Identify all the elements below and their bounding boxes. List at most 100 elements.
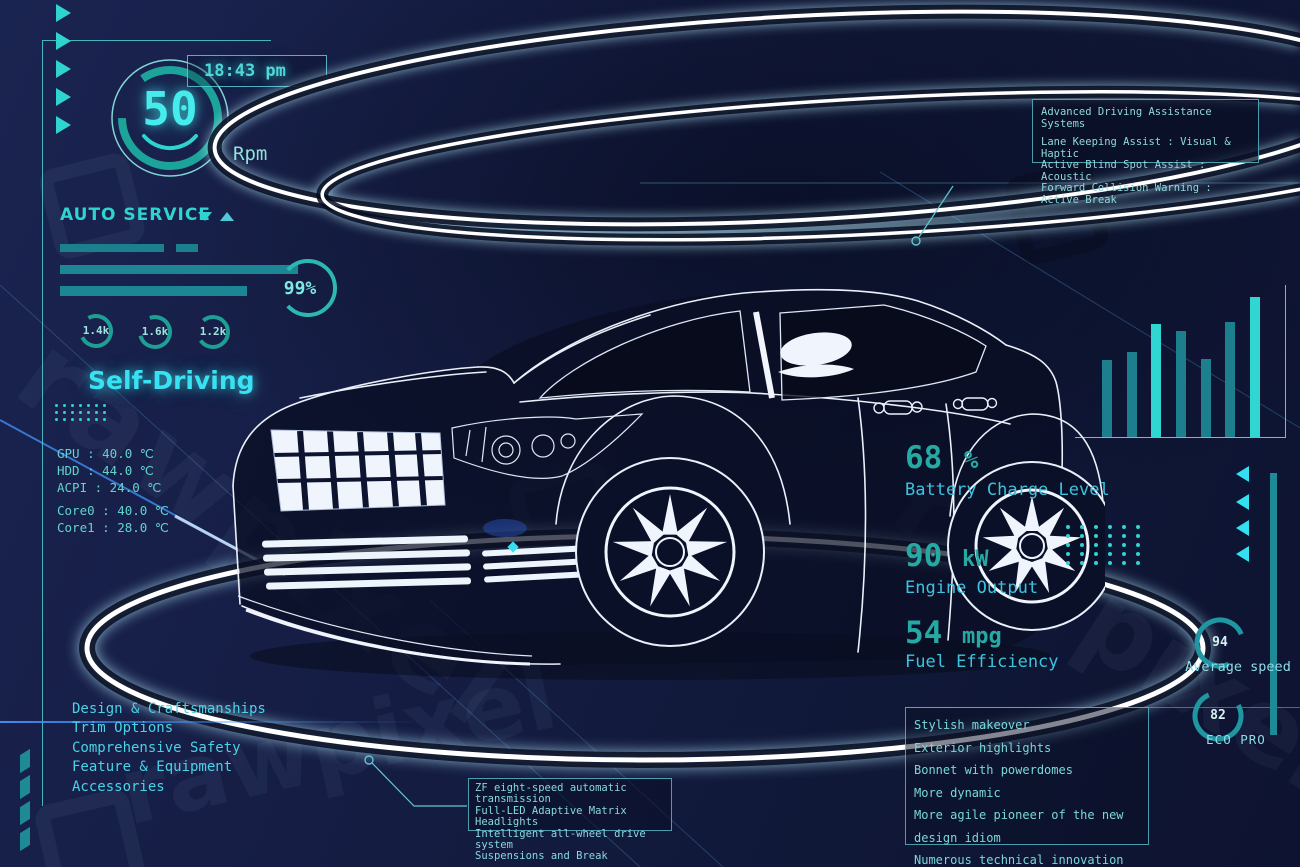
chart-bar <box>1250 297 1260 437</box>
chart-bar <box>1102 360 1112 437</box>
dot <box>1066 552 1070 556</box>
decor-triangle <box>1236 520 1249 536</box>
mini-gauge-3-label: 1.2k <box>199 325 227 338</box>
dot <box>103 404 106 407</box>
dot <box>1094 561 1098 565</box>
engine-unit: kW <box>961 547 989 572</box>
auto-service-menu[interactable]: AUTO SERVICE <box>60 205 211 225</box>
adas-panel: Advanced Driving Assistance Systems Lane… <box>1032 99 1259 205</box>
car-front-wheel <box>575 457 765 647</box>
temp-sensor-line: GPU : 40.0 ℃ <box>57 446 154 461</box>
eco-pro-label: ECO PRO <box>1206 732 1266 747</box>
decor-triangle <box>56 116 71 134</box>
fuel-stat: 54 mpg <box>905 615 1002 651</box>
mini-gauge-2 <box>138 315 172 349</box>
auto-service-label: AUTO SERVICE <box>60 205 211 225</box>
battery-unit: % <box>963 446 979 474</box>
dot <box>1094 543 1098 547</box>
dot <box>1080 561 1084 565</box>
dot <box>87 411 90 414</box>
dot <box>1136 534 1140 538</box>
dot <box>1080 534 1084 538</box>
dot <box>71 411 74 414</box>
dot <box>1108 561 1112 565</box>
car-rear-wheel <box>947 461 1105 631</box>
engine-stat: 90 kW <box>905 538 988 574</box>
chevron-down-icon[interactable] <box>198 212 212 221</box>
eco-pro-value: 82 <box>1210 708 1226 723</box>
feature-menu-item[interactable]: Design & Craftsmanships <box>72 701 266 717</box>
dot <box>55 411 58 414</box>
battery-stat: 68 % <box>905 440 978 476</box>
car-b-pillar <box>753 311 775 399</box>
battery-label: Battery Charge Level <box>905 480 1110 500</box>
dot <box>1136 552 1140 556</box>
feature-menu-item[interactable]: Trim Options <box>72 720 174 737</box>
dot <box>1122 561 1126 565</box>
decor-triangle <box>1236 466 1249 482</box>
dot <box>87 418 90 421</box>
average-speed-label: Average speed <box>1185 659 1291 675</box>
dot <box>1136 525 1140 529</box>
bar-chart-bars <box>1075 285 1285 437</box>
mini-gauge-1-label: 1.4k <box>82 324 110 337</box>
equalizer-bar <box>60 244 164 252</box>
chart-bar <box>1225 322 1235 437</box>
adas-title: Advanced Driving Assistance Systems <box>1041 106 1212 130</box>
mini-gauge-2-label: 1.6k <box>141 325 169 338</box>
feature-menu-item[interactable]: Accessories <box>72 778 165 795</box>
chart-bar <box>1176 331 1186 437</box>
dot <box>1136 543 1140 547</box>
dot <box>1094 534 1098 538</box>
chart-bar <box>1127 352 1137 437</box>
chart-bar <box>1201 359 1211 437</box>
fuel-label: Fuel Efficiency <box>905 652 1059 672</box>
fuel-unit: mpg <box>961 624 1002 649</box>
feature-menu-item[interactable]: Feature & Equipment <box>72 759 233 776</box>
core-temp-line: Core0 : 40.0 ℃ <box>57 503 169 518</box>
car-illustration <box>232 288 1105 680</box>
dot <box>1122 534 1126 538</box>
dot <box>79 418 82 421</box>
clock-time: 18:43 pm <box>204 61 286 81</box>
mini-gauge-1 <box>79 314 113 348</box>
progress-arc-99-value: 99% <box>283 278 317 299</box>
equalizer-bar <box>176 244 198 252</box>
equalizer-bar <box>60 265 298 274</box>
adas-item: Forward Collision Warning : Active Break <box>1041 182 1212 206</box>
decor-triangle <box>56 88 71 106</box>
drivetrain-note-item: ZF eight-speed automatic transmission <box>475 782 627 806</box>
dot <box>55 404 58 407</box>
mode-label: Self-Driving <box>88 366 255 395</box>
chevron-up-icon[interactable] <box>220 212 234 221</box>
car-rear-window <box>779 304 987 401</box>
feature-menu-line <box>0 721 424 723</box>
corner-frame-line <box>42 40 271 806</box>
dot <box>1122 552 1126 556</box>
dot <box>1136 561 1140 565</box>
dot <box>63 411 66 414</box>
equalizer-bar <box>60 286 247 296</box>
dot <box>71 418 74 421</box>
progress-arc-99 <box>279 259 337 317</box>
mini-gauge-3 <box>196 315 230 349</box>
dot <box>95 411 98 414</box>
dot <box>95 418 98 421</box>
car-headlight <box>451 413 644 479</box>
dot <box>1122 543 1126 547</box>
feature-menu-item[interactable]: Comprehensive Safety <box>72 739 241 756</box>
drivetrain-note-item: Full-LED Adaptive Matrix Headlights <box>475 804 627 829</box>
decor-triangle <box>56 32 71 50</box>
dot <box>1108 525 1112 529</box>
car-grille <box>270 429 446 512</box>
dot <box>79 404 82 407</box>
average-speed-dial <box>1194 617 1246 669</box>
car-bumper-slats <box>262 535 585 590</box>
dot <box>63 404 66 407</box>
